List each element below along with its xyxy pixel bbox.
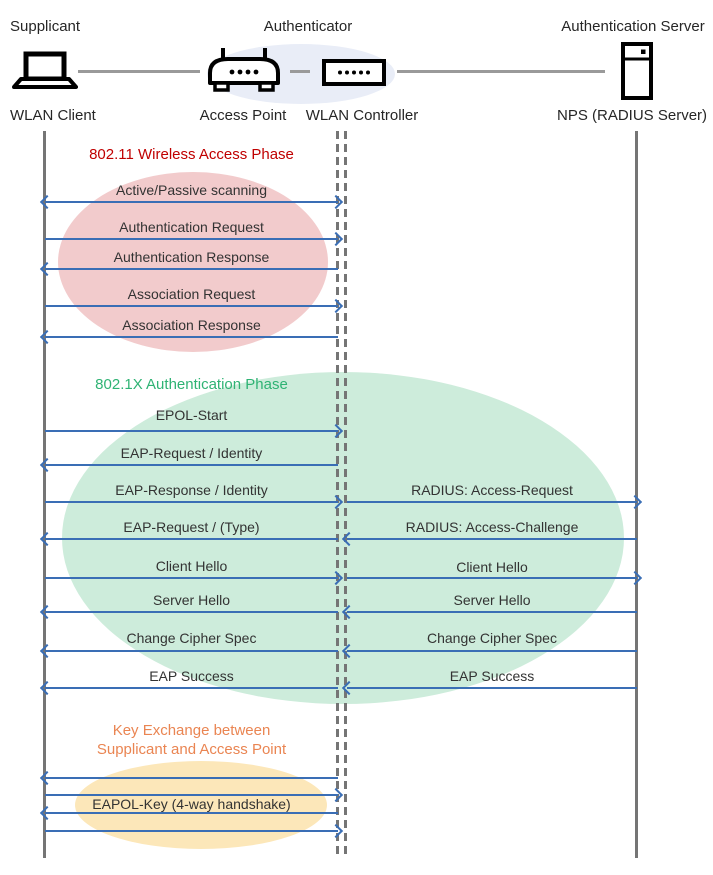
label-eap-response-identity: EAP-Response / Identity — [115, 482, 268, 498]
device-label-wlan-controller: WLAN Controller — [305, 107, 419, 124]
label-server-hello-left: Server Hello — [152, 592, 231, 608]
wlan-controller-icon — [322, 59, 386, 86]
access-point-icon — [208, 48, 280, 92]
label-change-cipher-spec-right: Change Cipher Spec — [427, 630, 557, 646]
arrow-eap-success-right — [341, 680, 637, 696]
connector-client-ap — [78, 70, 200, 73]
label-radius-access-request: RADIUS: Access-Request — [411, 482, 573, 498]
connector-ap-controller — [290, 70, 310, 73]
label-radius-access-challenge: RADIUS: Access-Challenge — [405, 519, 579, 535]
label-change-cipher-spec-left: Change Cipher Spec — [126, 630, 257, 646]
arrow-eap-success-left — [39, 680, 338, 696]
phase3-title-line2: Supplicant and Access Point — [96, 741, 287, 758]
arrow-radius-access-request — [347, 494, 643, 510]
device-label-wlan-client: WLAN Client — [10, 107, 96, 124]
label-authentication-request: Authentication Request — [119, 219, 264, 235]
arrowhead-right — [328, 823, 344, 839]
arrow-epol-start — [45, 423, 344, 439]
arrow-eap-request-identity — [39, 457, 338, 473]
label-eap-success-right: EAP Success — [449, 668, 535, 684]
arrow-eapol-key-2 — [45, 787, 344, 803]
arrow-active-passive-scanning — [39, 194, 344, 210]
label-eap-request-type: EAP-Request / (Type) — [123, 519, 260, 535]
arrow-eapol-key-4 — [45, 823, 344, 839]
arrow-change-cipher-spec-right — [341, 643, 637, 659]
phase3-title-line1: Key Exchange between — [112, 722, 271, 739]
arrow-server-hello-left — [39, 604, 338, 620]
label-eapol-key-handshake: EAPOL-Key (4-way handshake) — [92, 796, 291, 812]
label-eap-success-left: EAP Success — [149, 668, 234, 684]
label-authentication-response: Authentication Response — [113, 249, 270, 265]
lifeline-nps-server — [635, 131, 638, 858]
phase2-title: 802.1X Authentication Phase — [95, 376, 288, 393]
server-icon — [621, 42, 653, 100]
arrow-server-hello-right — [341, 604, 637, 620]
arrow-client-hello-right — [347, 570, 643, 586]
label-epol-start: EPOL-Start — [155, 407, 228, 423]
label-active-passive-scanning: Active/Passive scanning — [116, 182, 267, 198]
arrow-eap-response-identity — [45, 494, 344, 510]
label-eap-request-identity: EAP-Request / Identity — [120, 445, 263, 461]
lifeline-wlan-controller-right — [344, 131, 347, 856]
label-server-hello-right: Server Hello — [453, 592, 531, 608]
arrow-client-hello-left — [45, 570, 344, 586]
arrow-authentication-response — [39, 261, 338, 277]
arrow-change-cipher-spec-left — [39, 643, 338, 659]
arrow-association-response — [39, 329, 338, 345]
arrow-radius-access-challenge — [341, 531, 637, 547]
arrow-eapol-key-3 — [39, 805, 338, 821]
actor-role-authenticator: Authenticator — [263, 18, 353, 35]
arrow-eapol-key-1 — [39, 770, 338, 786]
label-client-hello-right: Client Hello — [456, 559, 528, 575]
device-label-access-point: Access Point — [199, 107, 287, 124]
arrow-authentication-request — [45, 231, 344, 247]
connector-controller-server — [397, 70, 605, 73]
lifeline-wlan-client — [43, 131, 46, 858]
arrow-association-request — [45, 298, 344, 314]
device-label-nps-radius-server: NPS (RADIUS Server) — [557, 107, 708, 124]
arrow-eap-request-type — [39, 531, 338, 547]
label-client-hello-left: Client Hello — [155, 558, 228, 574]
phase1-title: 802.11 Wireless Access Phase — [89, 146, 294, 163]
actor-role-supplicant: Supplicant — [10, 18, 81, 35]
lifeline-wlan-controller-left — [336, 131, 339, 856]
label-association-request: Association Request — [127, 286, 256, 302]
label-association-response: Association Response — [122, 317, 261, 333]
phase3-ellipse — [75, 761, 327, 849]
laptop-icon — [12, 51, 78, 89]
actor-role-authentication-server: Authentication Server — [561, 18, 705, 35]
